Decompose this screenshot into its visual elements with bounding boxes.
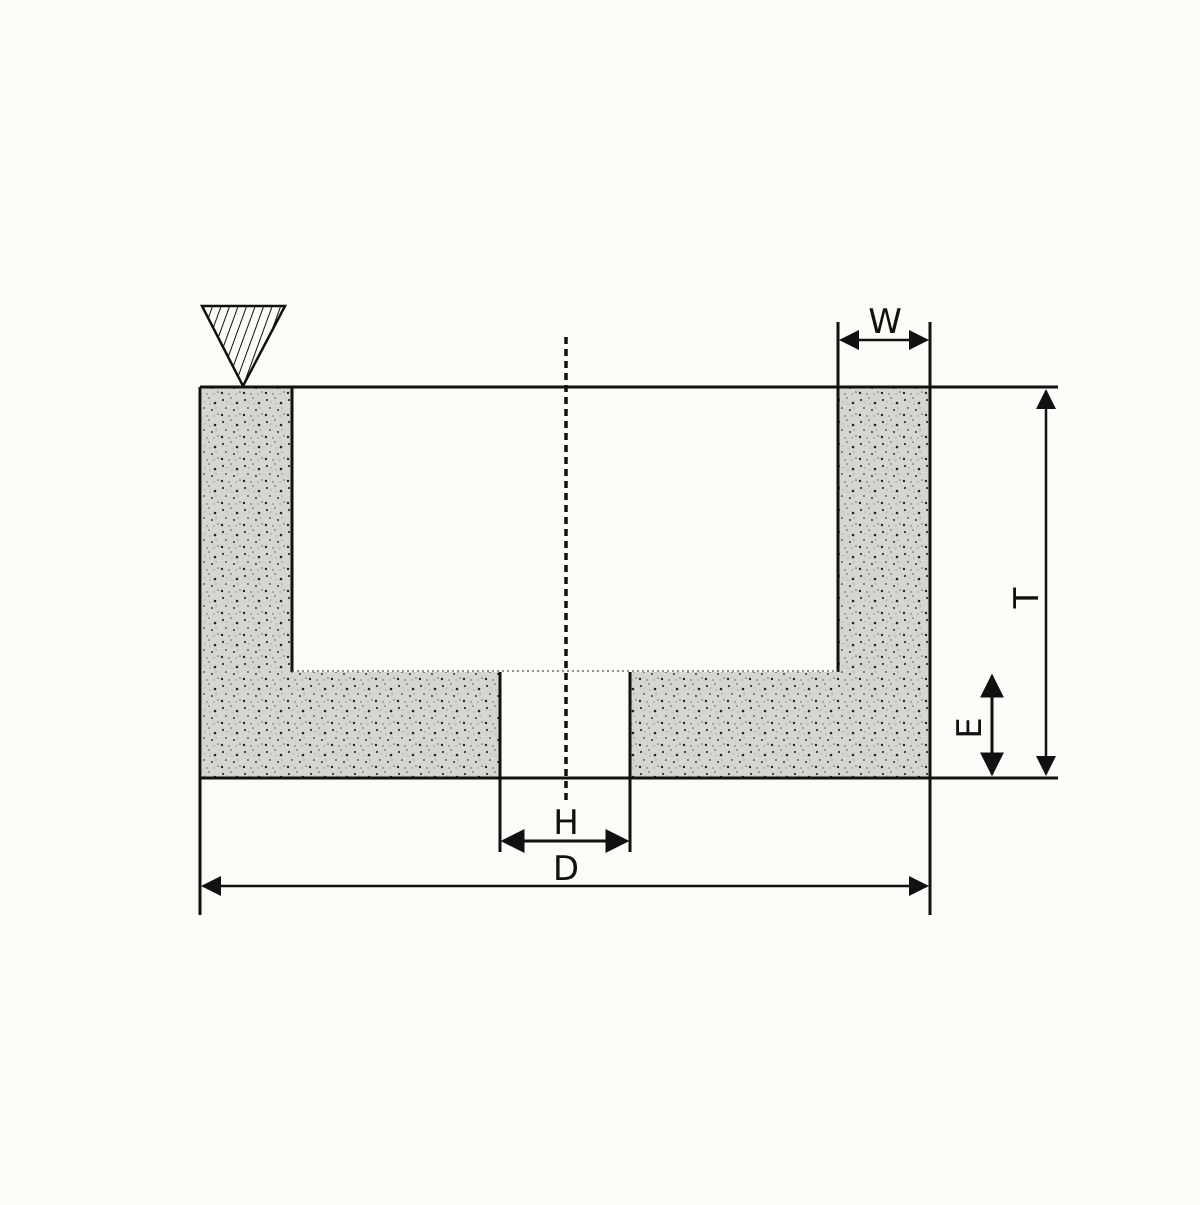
d-label: D <box>553 849 579 889</box>
wheel-outline <box>198 322 1058 915</box>
e-label: E <box>950 717 990 738</box>
w-label: W <box>868 302 902 342</box>
t-label: T <box>1007 587 1047 609</box>
abrasive-body-right <box>630 387 930 778</box>
abrasive-body <box>202 387 500 778</box>
h-label: H <box>553 803 579 843</box>
triangle-marker-icon <box>199 304 288 389</box>
